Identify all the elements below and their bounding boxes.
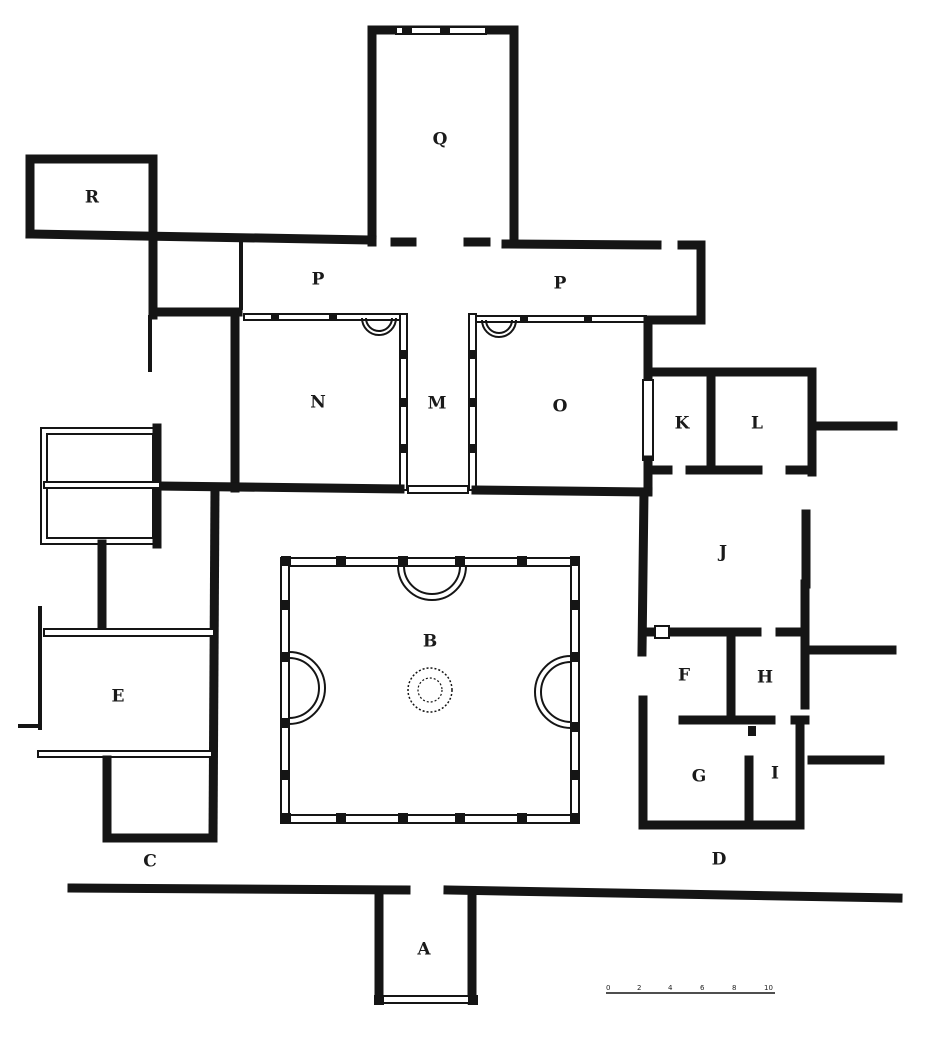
label-i: I — [771, 764, 779, 784]
label-q: Q — [433, 130, 448, 150]
room-q-walls — [367, 25, 519, 247]
scale-tick-2: 2 — [637, 984, 641, 992]
label-k: K — [675, 414, 691, 434]
rooms-kl-walls — [647, 367, 898, 477]
scale-tick-8: 8 — [732, 984, 736, 992]
scale-tick-0: 0 — [606, 984, 610, 992]
label-c: C — [143, 852, 157, 872]
label-h: H — [757, 668, 773, 688]
outer-south-wall — [67, 883, 903, 903]
label-g: G — [692, 767, 707, 787]
entrance-a-walls — [374, 888, 478, 1005]
label-a: A — [416, 940, 431, 960]
label-e: E — [112, 687, 125, 707]
room-n-walls — [230, 307, 408, 493]
label-b: B — [423, 632, 437, 652]
label-m: M — [428, 394, 447, 414]
label-p-right: P — [554, 274, 567, 294]
label-f: F — [678, 666, 690, 686]
courtyard-b-colonnade — [280, 556, 580, 824]
label-r: R — [85, 188, 100, 208]
room-nmo-south-wall — [155, 481, 653, 497]
scale-tick-6: 6 — [700, 984, 705, 992]
room-labels: Q R P P N M O K L J B F H E G I C D A — [85, 130, 779, 960]
scale-tick-10: 10 — [764, 984, 773, 992]
room-r-walls — [25, 154, 377, 320]
label-n: N — [310, 393, 326, 413]
rooms-fghi-walls — [638, 579, 897, 830]
label-l: L — [751, 414, 763, 434]
corridor-p-walls — [148, 239, 706, 372]
label-d: D — [712, 850, 727, 870]
label-j: J — [717, 543, 727, 563]
room-j-walls — [637, 487, 811, 657]
scale-bar: 0 2 4 6 8 10 — [606, 984, 775, 994]
scale-tick-4: 4 — [668, 984, 673, 992]
west-rooms-walls — [18, 423, 220, 843]
label-p-left: P — [312, 270, 325, 290]
label-o: O — [553, 397, 568, 417]
basin-icon — [407, 667, 453, 713]
